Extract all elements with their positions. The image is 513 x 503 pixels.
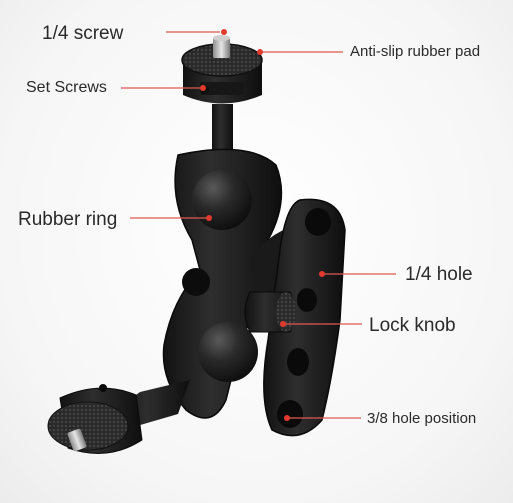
label-set-screws: Set Screws — [26, 79, 107, 96]
top-mount — [181, 35, 263, 154]
lock-knob — [244, 291, 296, 333]
right-arm — [263, 198, 346, 437]
label-1-4-screw: 1/4 screw — [42, 23, 124, 44]
bottom-mount — [47, 380, 190, 454]
label-lock-knob: Lock knob — [369, 315, 456, 336]
label-anti-slip-pad: Anti-slip rubber pad — [350, 43, 481, 60]
callout-dots — [200, 29, 325, 421]
leader-lines — [121, 31, 396, 419]
label-rubber-ring: Rubber ring — [18, 209, 118, 230]
label-1-4-hole: 1/4 hole — [405, 264, 473, 285]
label-3-8-hole-position: 3/8 hole position — [367, 410, 477, 427]
